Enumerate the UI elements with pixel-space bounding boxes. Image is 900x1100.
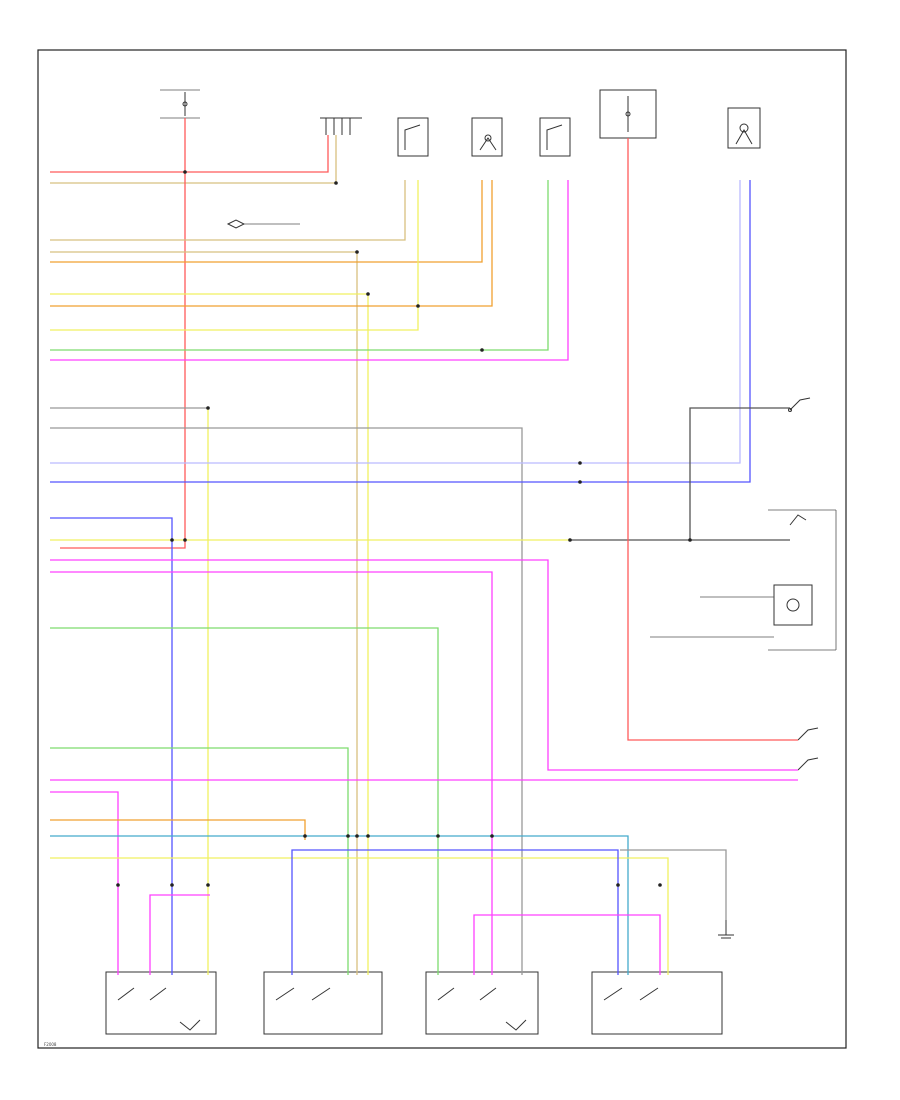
splice-point-3	[170, 538, 174, 542]
wire-orange-3	[50, 819, 306, 840]
splice-point-13	[206, 406, 210, 410]
ground-right-bottom	[718, 920, 734, 939]
wire-layer	[50, 118, 798, 975]
splice-point-11	[568, 538, 572, 542]
door-lock-switch-right-rear	[591, 971, 723, 1035]
wire-red-right	[627, 138, 798, 741]
wire-red-top	[50, 135, 329, 173]
fuse-hot-at-all-times-left	[160, 89, 200, 119]
wire-cyan-1	[50, 835, 629, 975]
diagram-code: F2008	[44, 1042, 57, 1047]
wire-blue-1	[50, 180, 751, 483]
splice-point-20	[116, 883, 120, 887]
wire-magenta-1	[50, 180, 569, 361]
switch-right-lower	[797, 727, 819, 771]
wire-pink-2	[149, 894, 210, 975]
wire-green-2	[50, 627, 439, 975]
door-lock-switch-left-front	[105, 971, 217, 1035]
fuse-hot-in-run-right	[599, 89, 657, 139]
switch-right-middle	[768, 509, 837, 651]
door-lock-switch-right-front	[425, 971, 539, 1035]
splice-point-9	[578, 461, 582, 465]
splice-point-15	[436, 834, 440, 838]
splice-point-16	[490, 834, 494, 838]
splice-point-6	[366, 292, 370, 296]
wire-gray-2	[50, 427, 523, 975]
wire-tan-1	[50, 180, 406, 241]
switch-top-right	[727, 107, 761, 149]
wire-pink-3	[473, 914, 661, 975]
wire-magenta-2	[50, 559, 798, 771]
door-lock-switch-left-rear	[263, 971, 383, 1035]
splice-point-8	[480, 348, 484, 352]
wire-green-3	[50, 747, 349, 975]
wire-darkgray-right	[689, 407, 790, 540]
wire-blue-2	[50, 517, 173, 975]
splice-point-5	[355, 250, 359, 254]
splice-point-18	[355, 834, 359, 838]
splice-point-12	[688, 538, 692, 542]
wire-tan-top	[50, 135, 337, 184]
splice-point-1	[334, 181, 338, 185]
wire-red-vertical-left	[60, 118, 186, 549]
splice-point-21	[170, 883, 174, 887]
splice-point-19	[366, 834, 370, 838]
splice-point-7	[416, 304, 420, 308]
splice-point-23	[616, 883, 620, 887]
wire-gray-bottom	[620, 849, 727, 920]
diagram-frame	[37, 49, 847, 1049]
splice-point-24	[658, 883, 662, 887]
splice-point-14	[303, 834, 307, 838]
splice-point-4	[183, 538, 187, 542]
splice-point-10	[578, 480, 582, 484]
switch-top-c	[539, 117, 571, 157]
wire-blue-bottom	[291, 849, 619, 975]
wire-yellow-2	[50, 180, 419, 331]
wire-green-1	[50, 180, 549, 351]
lock-motor-right	[650, 584, 813, 638]
ground-symbol-top	[226, 219, 300, 229]
splice-layer	[116, 170, 692, 887]
connector-top-module	[320, 117, 362, 135]
wire-yellow-1	[50, 293, 369, 975]
wire-magenta-3	[50, 571, 493, 975]
wire-yellow-5	[50, 857, 669, 975]
wire-orange-1	[50, 180, 483, 263]
splice-point-22	[206, 883, 210, 887]
splice-point-17	[346, 834, 350, 838]
switch-top-a	[397, 117, 429, 157]
wire-lightblue-1	[50, 180, 741, 464]
wire-pink-1	[50, 791, 119, 975]
wire-orange-2	[50, 180, 493, 307]
switch-top-b	[471, 117, 503, 157]
splice-point-2	[183, 170, 187, 174]
switch-right-upper	[788, 397, 811, 412]
